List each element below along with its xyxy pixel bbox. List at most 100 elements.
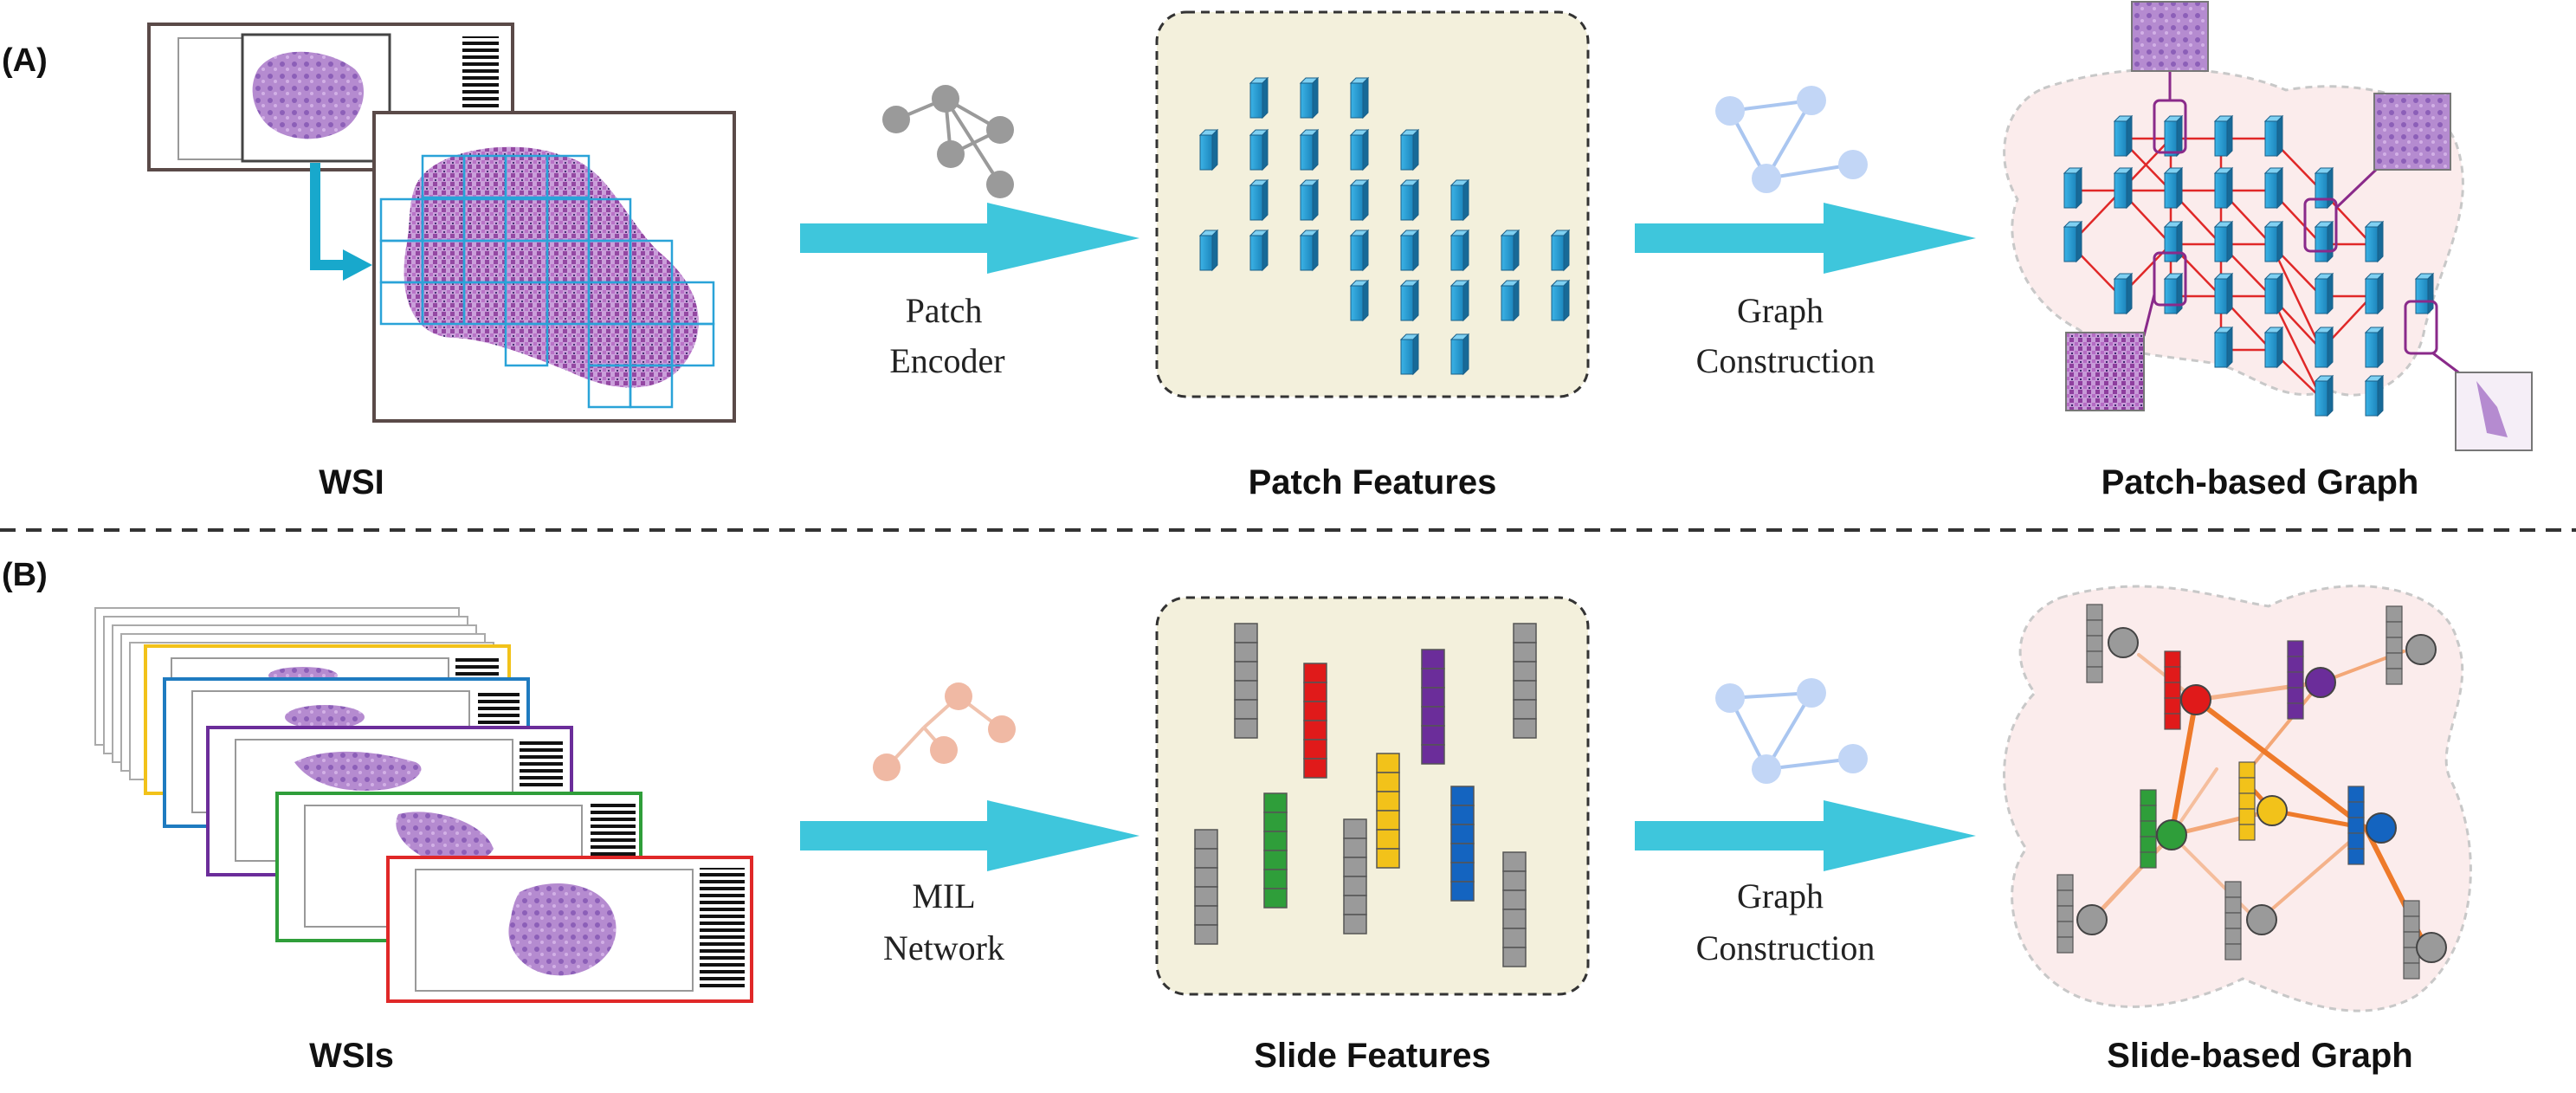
- slide-vector-yellow: [1376, 753, 1400, 869]
- graph-node-blue: [2347, 786, 2397, 865]
- graph-node-cube: [2364, 220, 2385, 263]
- patch-feature-cube: [1349, 76, 1370, 120]
- panel-b-label: (B): [2, 557, 48, 593]
- patch-feature-cube: [1449, 279, 1470, 322]
- arrow-to-slide-features: [800, 800, 1140, 871]
- slide-vector-gray: [1513, 623, 1537, 739]
- graph-node-cube: [2314, 220, 2334, 263]
- graph-node-cube: [2314, 374, 2334, 417]
- slide-vector-gray: [1234, 623, 1258, 739]
- patch-features-caption: Patch Features: [1249, 463, 1497, 501]
- patch-feature-cube: [1399, 279, 1420, 322]
- slide-vector-green: [1263, 792, 1288, 909]
- patch-feature-cube: [1550, 229, 1571, 272]
- patch-feature-cube: [1399, 178, 1420, 222]
- graph-node-cube: [2364, 374, 2385, 417]
- graph-node-cube: [2063, 220, 2083, 263]
- barcode-icon: [462, 36, 499, 116]
- patch-feature-cube: [1249, 229, 1269, 272]
- mil-network-icon: [873, 682, 1016, 781]
- graph-node-cube: [2364, 326, 2385, 369]
- slide-vector-gray: [1194, 829, 1218, 945]
- graph-node-cube: [2113, 114, 2134, 158]
- graph-node-green: [2140, 789, 2187, 869]
- graph-node-red: [2164, 650, 2211, 730]
- patch-feature-cube: [1249, 76, 1269, 120]
- graph-node-cube: [2113, 272, 2134, 315]
- graph-node-cube: [2263, 114, 2284, 158]
- graph-node-cube: [2213, 114, 2234, 158]
- graph-node-cube: [2163, 272, 2184, 315]
- patch-features-panel: [1155, 10, 1590, 398]
- patch-graph-caption: Patch-based Graph: [2101, 463, 2419, 501]
- patch-feature-cube: [1349, 279, 1370, 322]
- arrow-to-patch-graph: [1635, 203, 1976, 274]
- graph-node-cube: [2213, 272, 2234, 315]
- patch-feature-cube: [1249, 128, 1269, 171]
- patch-feature-cube: [1399, 229, 1420, 272]
- graph-node-cube: [2414, 272, 2435, 315]
- patch-thumbnail-top: [2131, 1, 2209, 72]
- patch-feature-cube: [1399, 333, 1420, 376]
- wsi-zoomed-patch-grid: [372, 111, 736, 423]
- graph-construction-icon-b: [1715, 678, 1868, 784]
- patch-feature-vectors: [1198, 76, 1571, 376]
- mil-label-line2: Network: [883, 928, 1004, 967]
- graph-node-cube: [2163, 220, 2184, 263]
- slide-vector-purple: [1421, 649, 1445, 765]
- step2-label-line2-a: Construction: [1696, 341, 1876, 380]
- patch-feature-cube: [1299, 128, 1320, 171]
- patch-encoder-network-icon: [882, 85, 1014, 198]
- slide-based-graph: [2003, 585, 2472, 1012]
- patch-feature-cube: [1198, 128, 1219, 171]
- step1-label-line2: Encoder: [889, 341, 1004, 380]
- slide-features-caption: Slide Features: [1254, 1037, 1490, 1075]
- graph-node-yellow: [2238, 761, 2288, 841]
- patch-feature-cube: [1249, 178, 1269, 222]
- patch-feature-cube: [1500, 229, 1520, 272]
- step2-label-line2-b: Construction: [1696, 928, 1876, 967]
- patch-feature-cube: [1500, 279, 1520, 322]
- wsi-caption: WSI: [319, 463, 384, 501]
- panel-a-label: (A): [2, 42, 48, 79]
- patch-feature-cube: [1550, 279, 1571, 322]
- graph-node-cube: [2163, 114, 2184, 158]
- patch-feature-cube: [1198, 229, 1219, 272]
- patch-feature-cube: [1299, 178, 1320, 222]
- slide-vector-blue: [1450, 786, 1475, 902]
- wsi-slide: [147, 23, 514, 171]
- graph-node-cube: [2314, 166, 2334, 210]
- patch-thumbnail-right: [2373, 93, 2451, 171]
- mil-label-line1: MIL: [912, 876, 975, 915]
- graph-node-cube: [2213, 166, 2234, 210]
- slide-graph-caption: Slide-based Graph: [2107, 1037, 2412, 1075]
- graph-node-cube: [2113, 166, 2134, 210]
- step1-label-line1: Patch: [906, 291, 983, 330]
- slide-vector-gray: [1502, 851, 1527, 967]
- patch-feature-cube: [1449, 229, 1470, 272]
- wsi-stack: [94, 607, 753, 1003]
- graph-node-cube: [2263, 326, 2284, 369]
- graph-node-cube: [2263, 220, 2284, 263]
- patch-thumbnail-left: [2065, 332, 2145, 411]
- step2-label-line1-a: Graph: [1737, 291, 1824, 330]
- step2-label-line1-b: Graph: [1737, 876, 1824, 915]
- slide-vector-gray: [1343, 818, 1367, 935]
- graph-node-cube: [2364, 272, 2385, 315]
- slide-vector-red: [1303, 663, 1327, 779]
- graph-node-gray: [2386, 605, 2437, 685]
- patch-feature-cube: [1299, 76, 1320, 120]
- graph-node-cube: [2263, 272, 2284, 315]
- graph-node-gray: [2403, 900, 2447, 980]
- wsis-caption: WSIs: [309, 1037, 394, 1075]
- wsi-card-red: [386, 856, 753, 1003]
- patch-feature-cube: [1299, 229, 1320, 272]
- patch-based-graph: [2003, 1, 2533, 451]
- graph-node-cube: [2163, 166, 2184, 210]
- graph-node-cube: [2314, 272, 2334, 315]
- graph-construction-icon-a: [1715, 86, 1868, 193]
- graph-node-gray: [2086, 604, 2139, 683]
- patch-feature-cube: [1449, 333, 1470, 376]
- graph-node-cube: [2314, 326, 2334, 369]
- patch-feature-cube: [1449, 178, 1470, 222]
